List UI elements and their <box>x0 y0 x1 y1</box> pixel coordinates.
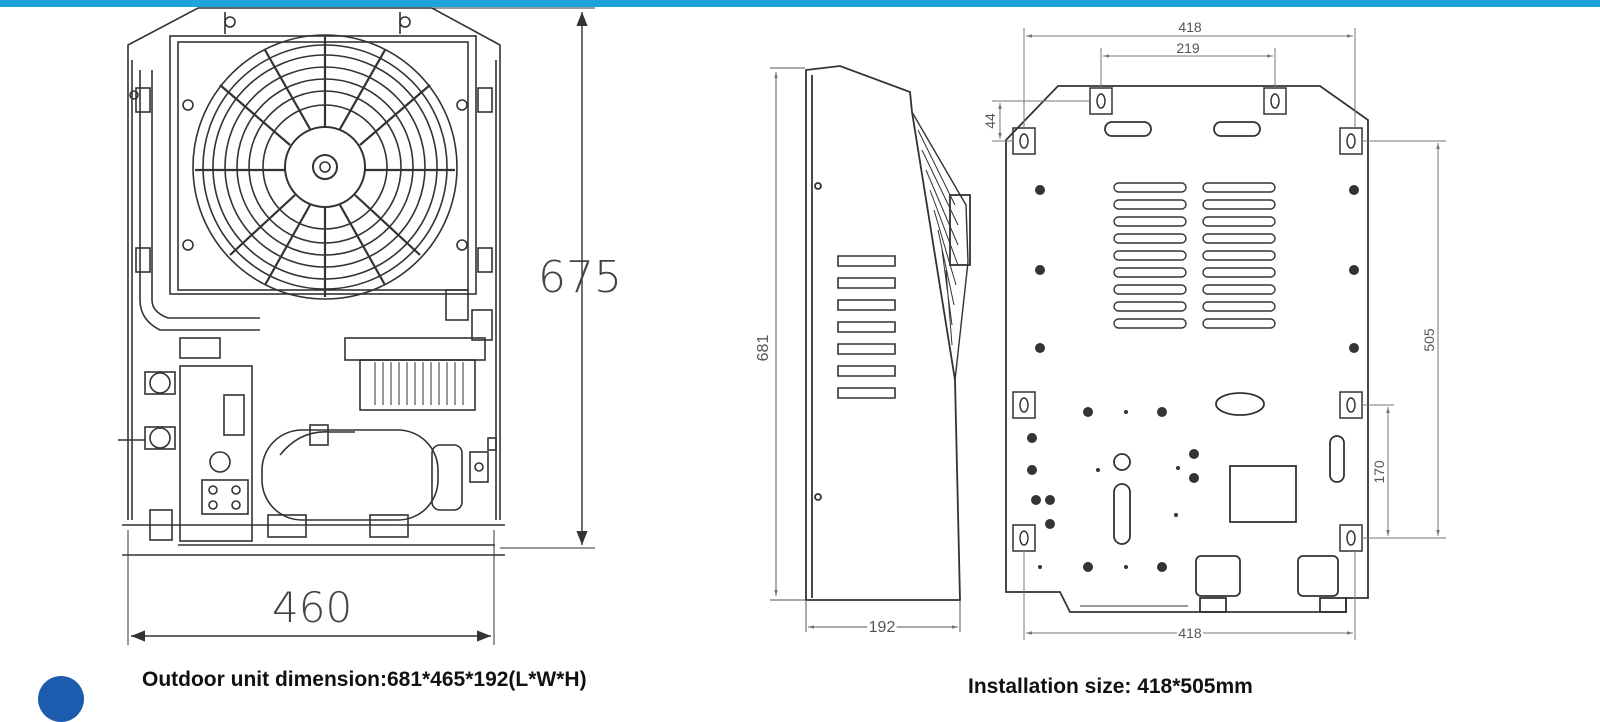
corner-badge <box>38 676 84 722</box>
side-depth-label: 192 <box>869 619 896 636</box>
technical-drawing: 675 460 681 192 <box>118 7 1446 645</box>
top-accent-bar <box>0 0 1600 7</box>
install-holes <box>1027 185 1359 572</box>
install-height-label: 505 <box>1421 328 1437 352</box>
install-dimensions <box>992 28 1446 640</box>
installation-size-caption: Installation size: 418*505mm <box>968 675 1253 698</box>
front-height-label: 675 <box>538 252 622 303</box>
install-offset-label: 44 <box>982 113 998 129</box>
front-view <box>118 7 505 556</box>
side-height-label: 681 <box>755 335 772 362</box>
install-inner-width-label: 219 <box>1176 40 1200 56</box>
install-plate <box>1005 85 1369 613</box>
install-lower-label: 170 <box>1371 460 1387 484</box>
fan-guard <box>192 34 458 300</box>
front-width-label: 460 <box>272 583 352 632</box>
front-dimensions <box>127 7 595 645</box>
side-view <box>805 65 971 601</box>
side-dimensions <box>770 67 961 632</box>
outdoor-unit-caption: Outdoor unit dimension:681*465*192(L*W*H… <box>142 668 587 691</box>
install-bottom-width-label: 418 <box>1178 625 1202 641</box>
install-top-width-label: 418 <box>1178 19 1202 35</box>
